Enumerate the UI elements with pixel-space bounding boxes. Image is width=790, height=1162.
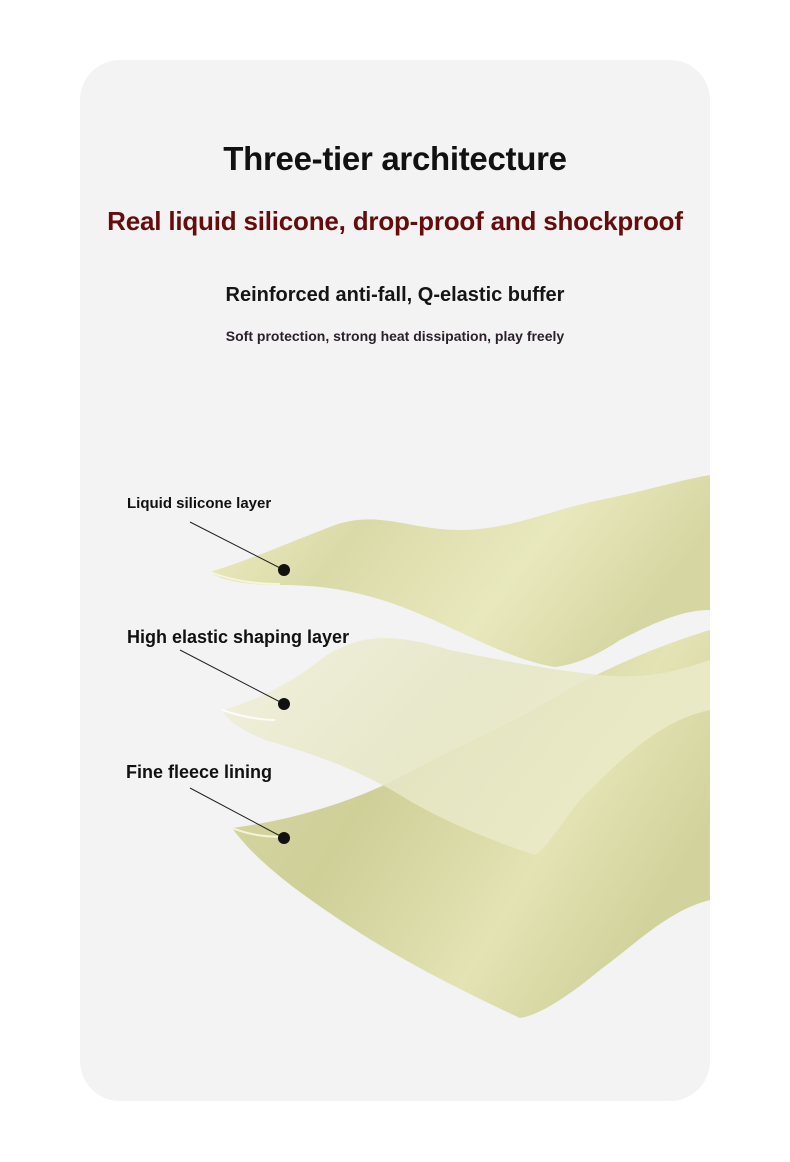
silicone-layer bbox=[210, 475, 710, 667]
marker-silicone bbox=[278, 564, 290, 576]
layer-label-shaping: High elastic shaping layer bbox=[127, 627, 350, 647]
leader-line-shaping bbox=[179, 649, 285, 705]
marker-fleece bbox=[278, 832, 290, 844]
leader-line-silicone bbox=[189, 521, 285, 571]
layer-label-silicone: Liquid silicone layer bbox=[127, 495, 272, 512]
shaping-layer bbox=[222, 638, 710, 855]
layer-label-fleece: Fine fleece lining bbox=[126, 762, 273, 782]
marker-shaping bbox=[278, 698, 290, 710]
leader-line-fleece bbox=[189, 787, 285, 839]
feature-card: Three-tier architecture Real liquid sili… bbox=[80, 60, 710, 1101]
page-subtitle: Real liquid silicone, drop-proof and sho… bbox=[107, 206, 683, 236]
feature-tagline: Reinforced anti-fall, Q-elastic buffer bbox=[225, 284, 565, 306]
page-title: Three-tier architecture bbox=[223, 140, 567, 177]
feature-description: Soft protection, strong heat dissipation… bbox=[225, 328, 565, 344]
layer-illustration bbox=[179, 475, 710, 1018]
